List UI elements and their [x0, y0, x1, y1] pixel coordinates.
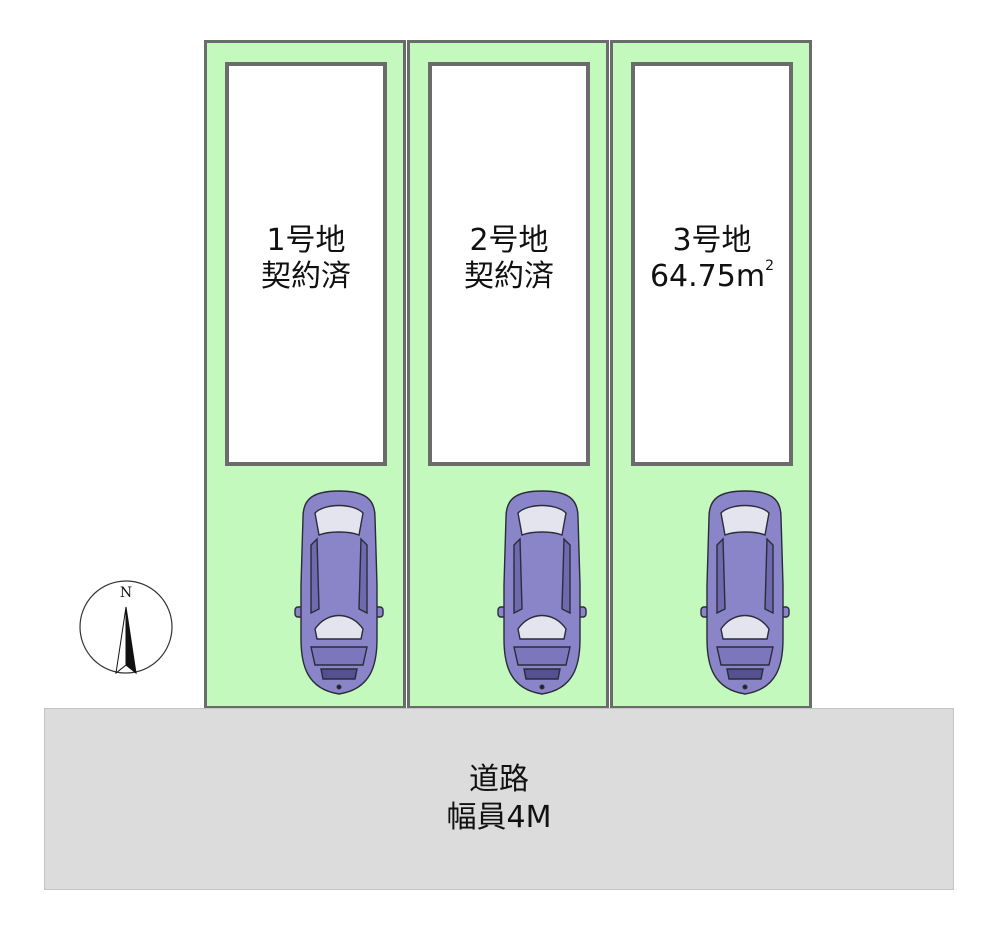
lot-3-name: 3号地: [672, 223, 752, 258]
lot-3-area-value: 64.75: [649, 259, 736, 294]
lot-2: 2号地 契約済: [407, 40, 609, 709]
lot-1-building: 1号地 契約済: [225, 62, 387, 466]
lot-3: 3号地 64.75m2: [610, 40, 812, 709]
lot-3-area-unit: m: [735, 259, 766, 294]
car-icon: [497, 490, 587, 695]
north-label: N: [120, 585, 132, 601]
car-icon: [700, 490, 790, 695]
lot-2-building: 2号地 契約済: [428, 62, 590, 466]
road-width: 幅員4M: [446, 800, 552, 835]
road: 道路 幅員4M: [44, 708, 954, 890]
lot-3-building: 3号地 64.75m2: [631, 62, 793, 466]
lot-1-status: 契約済: [261, 259, 351, 294]
lot-3-area-unit-sup: 2: [765, 258, 775, 274]
lot-2-name: 2号地: [469, 223, 549, 258]
lot-3-area: 64.75m2: [650, 259, 774, 295]
car-icon: [294, 490, 384, 695]
road-label: 道路: [469, 762, 529, 797]
north-arrow-icon: N: [79, 580, 173, 675]
lot-2-status: 契約済: [464, 259, 554, 294]
lot-1: 1号地 契約済: [204, 40, 406, 709]
lot-1-name: 1号地: [266, 223, 346, 258]
